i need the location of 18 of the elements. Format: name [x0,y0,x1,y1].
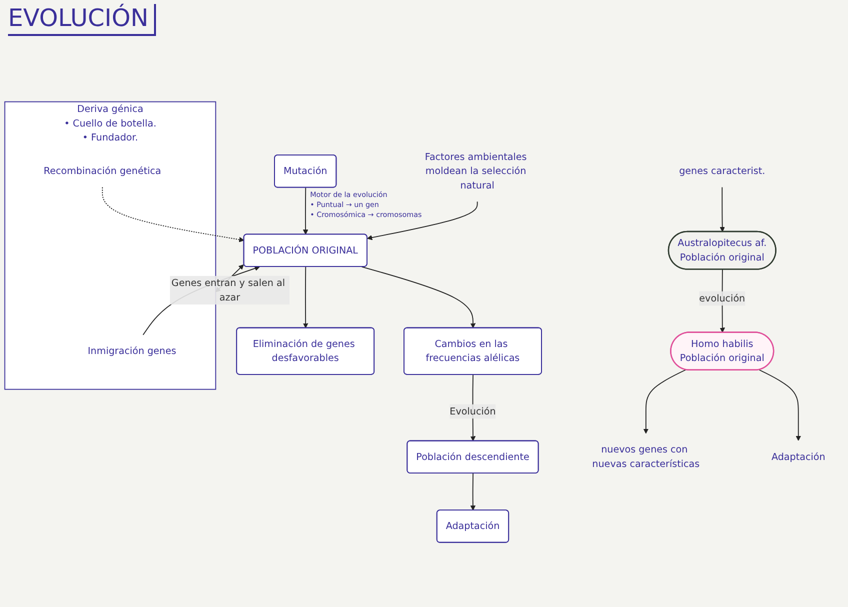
node-text: Factores ambientales moldean la selección natural [424,151,527,192]
title: EVOLUCIÓN [8,4,156,36]
node-text: Recombinación genética [44,166,162,177]
edge-label: evolución [699,292,746,304]
node-text: nuevos genes con nuevas características [592,444,700,470]
edge-label: Evolución [450,406,496,418]
node-text: Inmigración genes [88,346,176,357]
arrow [302,266,308,329]
arrow [367,202,478,241]
arrow [470,473,476,512]
node-text: Adaptación [771,451,826,463]
arrow [758,370,801,442]
node-text: genes caracterist. [679,166,766,177]
arrow [361,266,476,329]
arrow [643,370,686,434]
arrow [302,188,308,236]
arrow [720,187,725,232]
arrow [102,187,244,243]
